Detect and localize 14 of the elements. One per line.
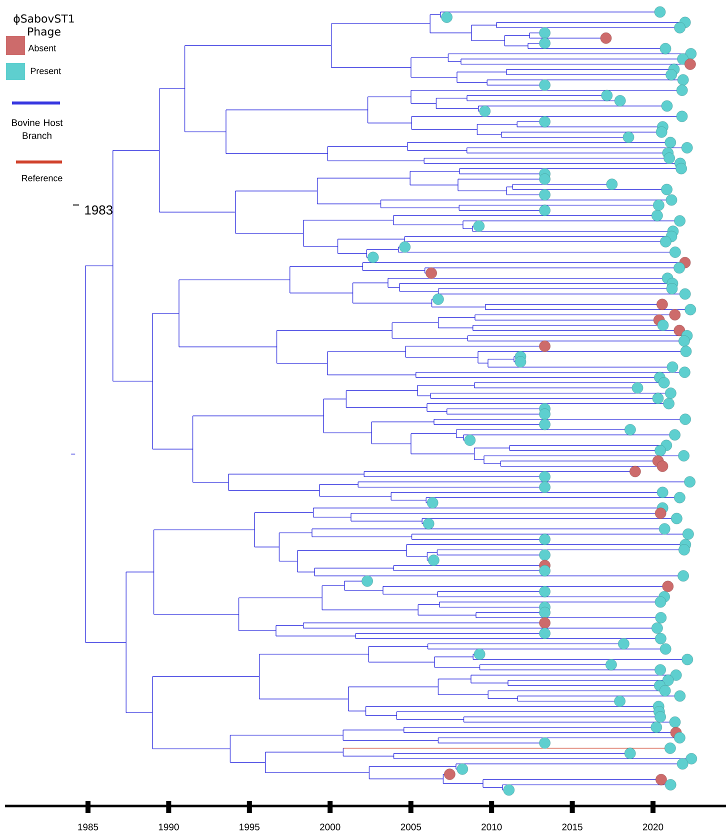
legend-label: Absent xyxy=(28,44,56,52)
tick-label: 1995 xyxy=(240,824,260,830)
tick-label: 2005 xyxy=(400,824,422,830)
legend-label: Bovine Host Branch xyxy=(12,119,63,139)
legend-label: Present xyxy=(30,68,62,74)
legend-label: Reference xyxy=(22,174,62,182)
tick-label: 2020 xyxy=(642,824,664,830)
date-label: 1983 xyxy=(85,205,112,215)
tick-label: 1990 xyxy=(158,824,179,830)
tick-label: 2010 xyxy=(482,824,502,830)
legend-title: ϕSabovST1 Phage xyxy=(14,14,74,38)
tick-label: 2015 xyxy=(562,824,582,830)
tick-label: 2000 xyxy=(320,824,340,830)
tick-label: 1985 xyxy=(78,824,98,830)
